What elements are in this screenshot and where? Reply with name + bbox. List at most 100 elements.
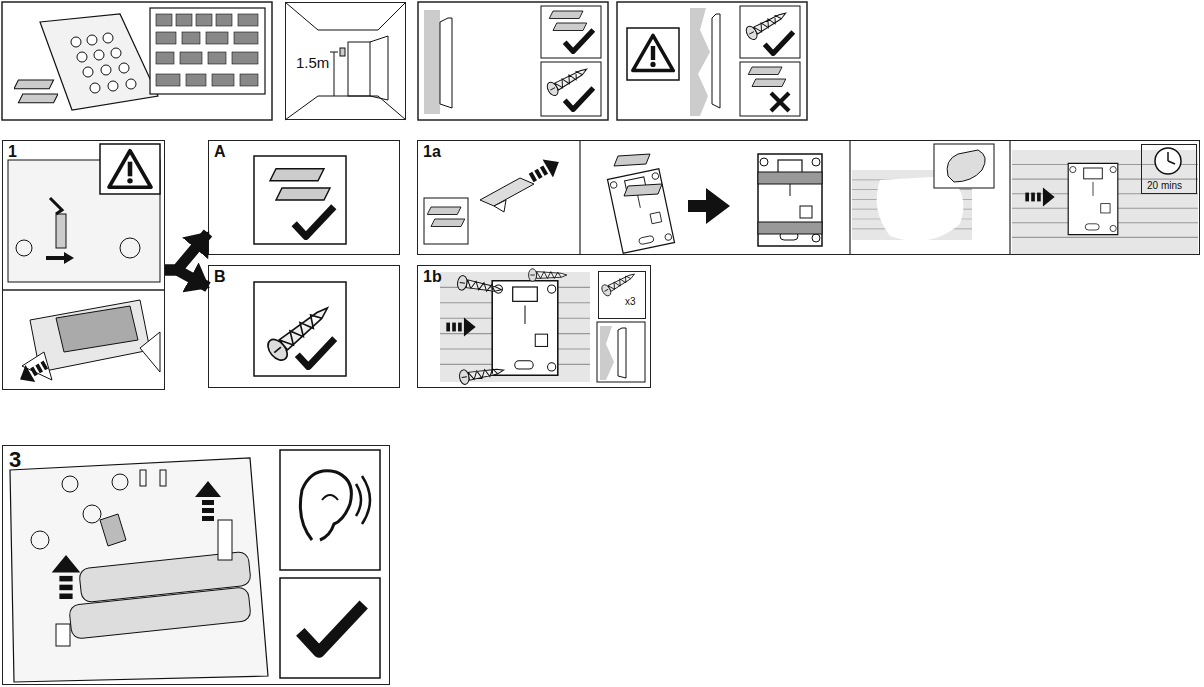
dimension-label: 1.5m [296,55,329,72]
room-drawing-part [334,52,335,96]
battery-step-part [100,514,126,546]
contents-panel-part-part [212,74,234,86]
contents-panel-part [156,14,258,86]
contents-panel-part [14,80,58,103]
uneven-wall-warning-part [633,35,673,70]
contents-panel-part [71,33,136,93]
screw-steps-part [456,275,503,297]
battery-step [10,450,380,682]
contents-panel-part-part [206,32,228,44]
battery-step-part [300,605,363,653]
mounting-options [418,2,608,120]
contents-panel-part-part [182,32,200,44]
room-drawing [285,2,406,120]
battery-step-part [322,495,338,500]
step-panel: 20 mins 1a [417,140,1200,255]
tape-steps-part [1025,187,1054,206]
screw-option-part [254,282,346,376]
contents-panel [2,2,272,120]
tape-steps-part [758,154,822,246]
panel-label: 1b [423,268,442,286]
battery-step-part [195,481,221,521]
screw-steps-part [458,363,505,385]
screw-steps-part [600,326,614,380]
contents-panel-part-part [126,79,136,89]
room-drawing-part [318,30,378,31]
tape-steps-part [1155,148,1181,174]
contents-panel-part-part [71,37,81,47]
panel-label: 3 [9,448,21,472]
room-drawing-part [370,36,388,100]
contents-panel-part-part [119,63,129,73]
screw-steps-part [440,272,590,382]
screw-steps-part [492,281,558,375]
panel-label: 1a [423,143,441,161]
battery-step-part [280,578,380,678]
dimension-panel: 1.5m [285,2,406,120]
open-device-drawing-part [2,289,165,291]
open-device-drawing-part [64,252,74,264]
quantity-box: x3 [598,271,646,319]
tape-option-part [254,156,346,244]
mounting-options-part [545,63,590,98]
screw-option [254,282,346,376]
contents-panel-part [2,2,272,120]
room-drawing-part [285,2,318,30]
uneven-wall-warning-part [771,93,789,111]
option-panel: B [208,265,400,388]
contents-panel-part-part [232,52,258,64]
tape-steps-part [688,188,730,224]
tape-steps-part [1167,152,1169,161]
tape-steps-part [1068,163,1118,234]
open-device-drawing-part [50,198,62,214]
option-panel: A [208,140,400,255]
uneven-wall-warning-part [627,28,679,80]
battery-step-part [52,555,81,599]
room-drawing-part [340,48,345,56]
open-device-drawing-part [30,300,150,372]
tape-option-part [294,207,334,237]
contents-panel-part-part [156,14,172,26]
contents-panel-part-part [208,52,226,64]
panel-label: 20 mins [1147,180,1182,191]
step-panel: x3 1b [417,265,651,388]
contents-panel-part-part [156,52,174,64]
room-drawing-part [348,42,370,96]
tape-steps-part [1168,161,1175,164]
open-device-drawing-part [16,240,32,256]
screw-steps-part [618,328,626,378]
tape-steps-part [614,154,650,166]
open-device-drawing-part [120,238,140,258]
mounting-options-part [541,6,601,58]
screw-option-part [297,339,334,367]
tape-steps-part [849,140,850,255]
contents-panel-part-part [90,83,100,93]
contents-panel-part-part [180,52,202,64]
uneven-wall-warning-part [712,14,720,108]
screw-steps-part [600,269,637,298]
battery-step-part [83,505,101,523]
mounting-options-part [565,30,594,51]
contents-panel-part-part [108,81,118,91]
uneven-wall-warning-part [744,7,789,42]
contents-panel-part-part [77,52,87,62]
battery-step-part [300,471,351,540]
contents-panel-part-part [94,50,104,60]
tape-steps [424,140,1198,255]
uneven-wall-warning-part [748,67,786,87]
tape-steps-part [758,222,822,234]
panel-label: A [214,143,226,161]
screw-steps-part [446,317,475,336]
uneven-wall-warning-part [765,32,794,53]
mounting-options-part [549,11,587,31]
step-panel: 3 [2,445,390,685]
tape-steps-part [579,140,580,255]
tape-steps-part [480,178,534,206]
uneven-wall-warning-part [740,6,800,58]
contents-panel-part-part [176,14,192,26]
battery-step-part [10,458,268,682]
screw-steps-part [597,322,645,382]
room-drawing-part [285,96,318,120]
